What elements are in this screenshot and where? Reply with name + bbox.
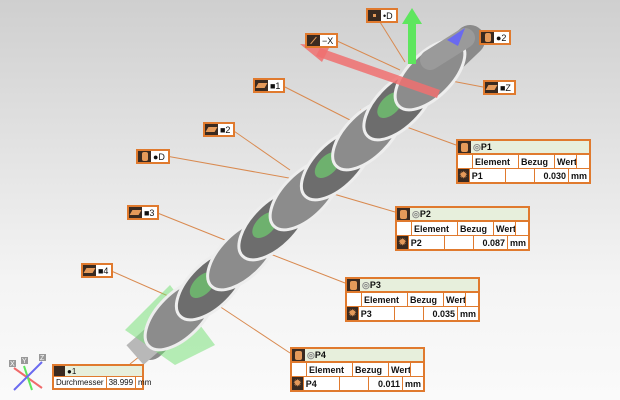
cell-bezug	[444, 236, 473, 249]
coordinate-axes-gizmo	[300, 8, 465, 98]
cylinder-icon	[138, 151, 151, 162]
cell-wert: 0.011	[367, 377, 402, 390]
tag-plane-1[interactable]: ■1	[253, 78, 286, 93]
cylinder-icon	[347, 279, 360, 291]
position-symbol-icon: ◎	[307, 349, 315, 360]
position-symbol-icon: ◎	[412, 208, 420, 219]
point-icon	[368, 10, 381, 21]
header-bezug: Bezug	[352, 363, 388, 376]
cell-wert: 0.087	[472, 236, 507, 249]
header-bezug: Bezug	[407, 293, 443, 306]
header-wert: Wert	[388, 363, 411, 376]
cell-unit: mm	[401, 377, 423, 390]
header-element: Element	[306, 363, 352, 376]
tag-label: ■2	[220, 124, 231, 135]
cell-bezug	[394, 307, 423, 320]
line-icon	[307, 35, 320, 46]
tag-label: ●D	[153, 151, 165, 162]
header-element: Element	[472, 155, 518, 168]
diameter-unit: mm	[135, 377, 153, 388]
header-bezug: Bezug	[518, 155, 554, 168]
plane-icon	[129, 207, 142, 218]
cylinder-icon	[54, 366, 65, 376]
header-wert: Wert	[443, 293, 466, 306]
cylinder-icon	[458, 141, 471, 153]
tag-label: •D	[383, 10, 393, 21]
tag-label: ●2	[496, 32, 507, 43]
cell-bezug	[505, 169, 534, 182]
cell-unit: mm	[506, 236, 528, 249]
cell-bezug	[339, 377, 368, 390]
position-symbol-icon: ◎	[473, 141, 481, 152]
diameter-value: 38.999	[105, 377, 135, 388]
table-title: P1	[480, 142, 492, 152]
gear-icon: ✹	[458, 169, 469, 182]
plane-icon	[485, 82, 498, 93]
cell-element: P4	[302, 377, 339, 390]
cell-element: P3	[357, 307, 394, 320]
tag-plane-2[interactable]: ■2	[203, 122, 236, 137]
table-title: P4	[314, 350, 326, 360]
triad-z-label: Z	[40, 355, 45, 362]
triad-y-label: Y	[22, 358, 27, 365]
table-title: P2	[419, 209, 431, 219]
tag-plane-3[interactable]: ■3	[127, 205, 160, 220]
tag-label: −X	[322, 35, 334, 46]
cell-element: P1	[468, 169, 505, 182]
tag-axis-minus-x[interactable]: −X	[305, 33, 339, 48]
tag-cylinder-d[interactable]: ●D	[136, 149, 170, 164]
triad-x-label: X	[10, 361, 15, 368]
diameter-label: Durchmesser	[56, 378, 104, 387]
cell-wert: 0.030	[533, 169, 568, 182]
header-wert: Wert	[493, 222, 516, 235]
header-element: Element	[361, 293, 407, 306]
gear-icon: ✹	[347, 307, 358, 320]
tag-cylinder-2[interactable]: ●2	[479, 30, 512, 45]
cell-element: P2	[407, 236, 444, 249]
cylinder-icon	[397, 208, 410, 220]
cylinder-icon	[292, 349, 305, 361]
cell-unit: mm	[456, 307, 478, 320]
position-symbol-icon: ◎	[362, 279, 370, 290]
diameter-title: ●1	[67, 366, 77, 376]
cell-wert: 0.035	[422, 307, 457, 320]
plane-icon	[205, 124, 218, 135]
header-wert: Wert	[554, 155, 577, 168]
tag-label: ■3	[144, 207, 155, 218]
cylinder-icon	[481, 32, 494, 43]
cell-unit: mm	[567, 169, 589, 182]
tag-label: ■4	[98, 265, 109, 276]
gear-icon: ✹	[397, 236, 408, 249]
header-bezug: Bezug	[457, 222, 493, 235]
axis-triad: X Y Z	[9, 354, 46, 391]
tag-plane-4[interactable]: ■4	[81, 263, 114, 278]
header-element: Element	[411, 222, 457, 235]
gear-icon: ✹	[292, 377, 303, 390]
plane-icon	[255, 80, 268, 91]
table-title: P3	[369, 280, 381, 290]
tag-plane-z[interactable]: ■Z	[483, 80, 516, 95]
tag-label: ■1	[270, 80, 281, 91]
plane-icon	[83, 265, 96, 276]
tag-datum-d-point[interactable]: •D	[366, 8, 398, 23]
tag-label: ■Z	[500, 82, 511, 93]
